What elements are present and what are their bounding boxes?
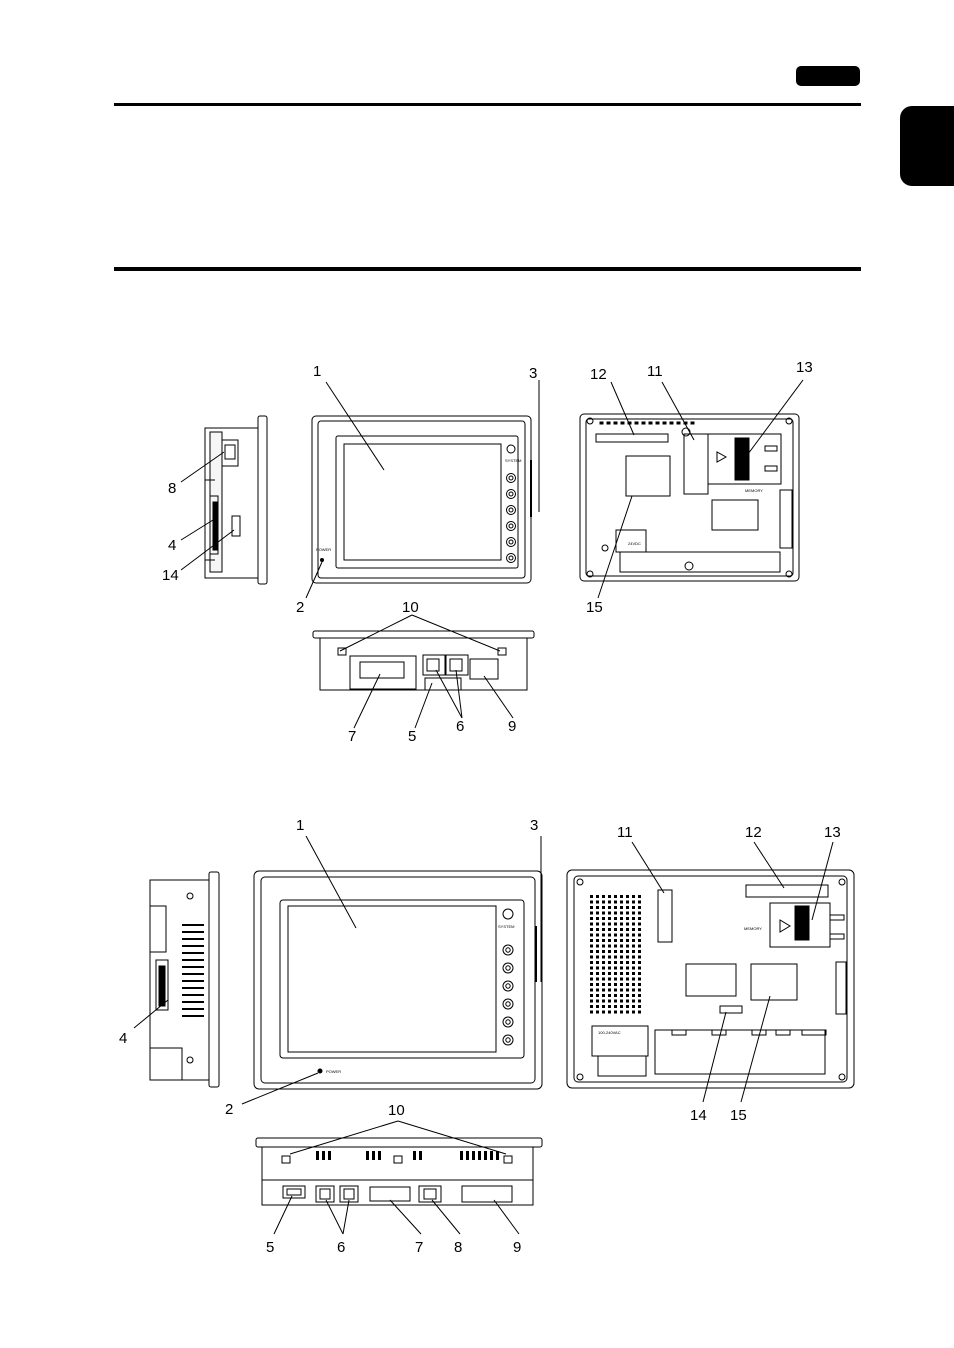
section-rule (114, 267, 861, 271)
function-key-button (506, 473, 516, 483)
callout-bottom-6: 6 (337, 1239, 346, 1256)
callout-top-3: 3 (529, 365, 538, 382)
callout-top-11: 11 (647, 363, 663, 380)
function-key-button (502, 1016, 514, 1028)
callout-top-8: 8 (168, 480, 177, 497)
callout-top-6: 6 (456, 718, 465, 735)
function-key-button (506, 505, 516, 515)
top-front-view: POWER SYSTEM (311, 415, 532, 584)
dc24-label: 24VDC (628, 541, 641, 546)
callout-bottom-15: 15 (730, 1107, 747, 1124)
bottom-rear-view: 100-240VAC MEMORY (566, 869, 855, 1089)
system-label: SYSTEM (505, 458, 521, 463)
callout-top-7: 7 (348, 728, 357, 745)
bottom-leaders (133, 835, 834, 1235)
callout-bottom-3: 3 (530, 817, 539, 834)
callout-top-15: 15 (586, 599, 603, 616)
callout-bottom-5: 5 (266, 1239, 275, 1256)
bottom-front-view: POWER SYSTEM (253, 870, 543, 1090)
function-key-button (502, 1034, 514, 1046)
function-key-button (506, 489, 516, 499)
function-key-button (502, 962, 514, 974)
system-label-b: SYSTEM (498, 924, 514, 929)
callout-bottom-8: 8 (454, 1239, 463, 1256)
chapter-side-tab (900, 106, 954, 186)
bottom-bottom-view (255, 1137, 543, 1206)
ac100-label: 100-240VAC (598, 1030, 621, 1035)
function-key-button (506, 553, 516, 563)
top-leaders (180, 379, 804, 729)
callout-bottom-10: 10 (388, 1102, 405, 1119)
callout-bottom-9: 9 (513, 1239, 522, 1256)
callout-top-2: 2 (296, 599, 305, 616)
function-key-button (506, 537, 516, 547)
callout-bottom-2: 2 (225, 1101, 234, 1118)
callout-bottom-4: 4 (119, 1030, 128, 1047)
function-key-button (502, 998, 514, 1010)
power-label-b: POWER (326, 1069, 341, 1074)
header-rule (114, 103, 861, 106)
callout-bottom-14: 14 (690, 1107, 707, 1124)
callout-top-9: 9 (508, 718, 517, 735)
top-side-view (204, 415, 268, 585)
memory-label-b: MEMORY (744, 926, 762, 931)
callout-bottom-11: 11 (617, 824, 633, 841)
callout-bottom-7: 7 (415, 1239, 424, 1256)
callout-bottom-12: 12 (745, 824, 762, 841)
callout-top-4: 4 (168, 537, 177, 554)
callout-bottom-13: 13 (824, 824, 841, 841)
bottom-side-view (149, 871, 220, 1088)
top-rear-view: 24VDC MEMORY (579, 413, 800, 582)
callout-top-1: 1 (313, 363, 322, 380)
function-key-button (502, 980, 514, 992)
callout-bottom-1: 1 (296, 817, 305, 834)
function-key-button (502, 944, 514, 956)
callout-top-12: 12 (590, 366, 607, 383)
chapter-badge (796, 66, 860, 86)
power-label: POWER (316, 547, 331, 552)
top-bottom-view (312, 630, 535, 691)
callout-top-14: 14 (162, 567, 179, 584)
callout-top-10: 10 (402, 599, 419, 616)
callout-top-5: 5 (408, 728, 417, 745)
function-key-button (506, 521, 516, 531)
callout-top-13: 13 (796, 359, 813, 376)
memory-label: MEMORY (745, 488, 763, 493)
